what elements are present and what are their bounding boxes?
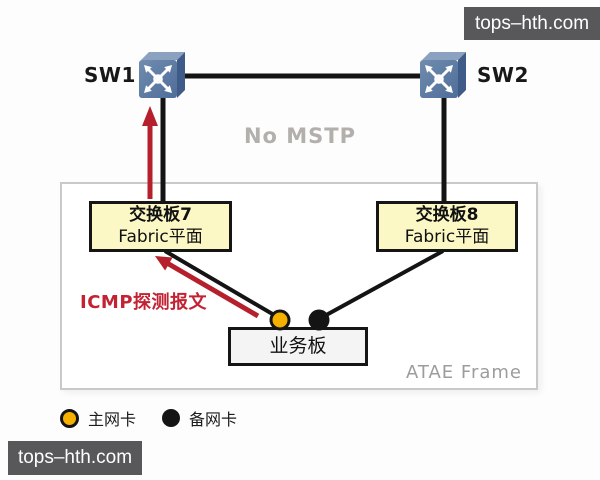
watermark-top-right: tops–hth.com	[464, 7, 600, 40]
switch-board-7-subtitle: Fabric平面	[118, 226, 203, 247]
switch-board-7-title: 交换板7	[129, 205, 192, 226]
legend: 主网卡 备网卡	[60, 406, 237, 430]
icmp-probe-label: ICMP探测报文	[80, 292, 208, 313]
sw2-label: SW2	[477, 63, 529, 87]
primary-nic-legend-label: 主网卡	[88, 410, 137, 429]
sw1-switch-icon	[139, 52, 185, 98]
watermark-bottom-left: tops–hth.com	[8, 441, 142, 475]
board8-backup-nic-line	[318, 249, 444, 321]
backup-nic-legend-label: 备网卡	[189, 410, 238, 429]
legend-item-primary-nic: 主网卡	[60, 406, 136, 430]
backup-nic-dot	[308, 309, 330, 331]
icmp-diag-arrow-shaft	[165, 260, 260, 319]
icmp-diag-arrow-head	[155, 256, 173, 271]
icmp-up-arrow-head	[142, 106, 158, 126]
sw1-label: SW1	[84, 63, 136, 87]
board7-primary-nic-line	[163, 249, 283, 321]
switch-board-8: 交换板8 Fabric平面	[376, 201, 518, 252]
no-mstp-note: No MSTP	[243, 124, 357, 148]
primary-nic-legend-dot-icon	[60, 408, 79, 428]
primary-nic-dot	[269, 309, 291, 331]
legend-item-backup-nic: 备网卡	[162, 406, 237, 430]
switch-board-7: 交换板7 Fabric平面	[89, 201, 232, 252]
service-board: 业务板	[228, 327, 368, 366]
backup-nic-legend-dot-icon	[162, 409, 181, 427]
switch-board-8-title: 交换板8	[415, 205, 479, 226]
atae-frame-label: ATAE Frame	[405, 362, 522, 383]
service-board-title: 业务板	[269, 334, 327, 357]
switch-board-8-subtitle: Fabric平面	[404, 226, 490, 247]
sw2-switch-icon	[420, 52, 466, 98]
